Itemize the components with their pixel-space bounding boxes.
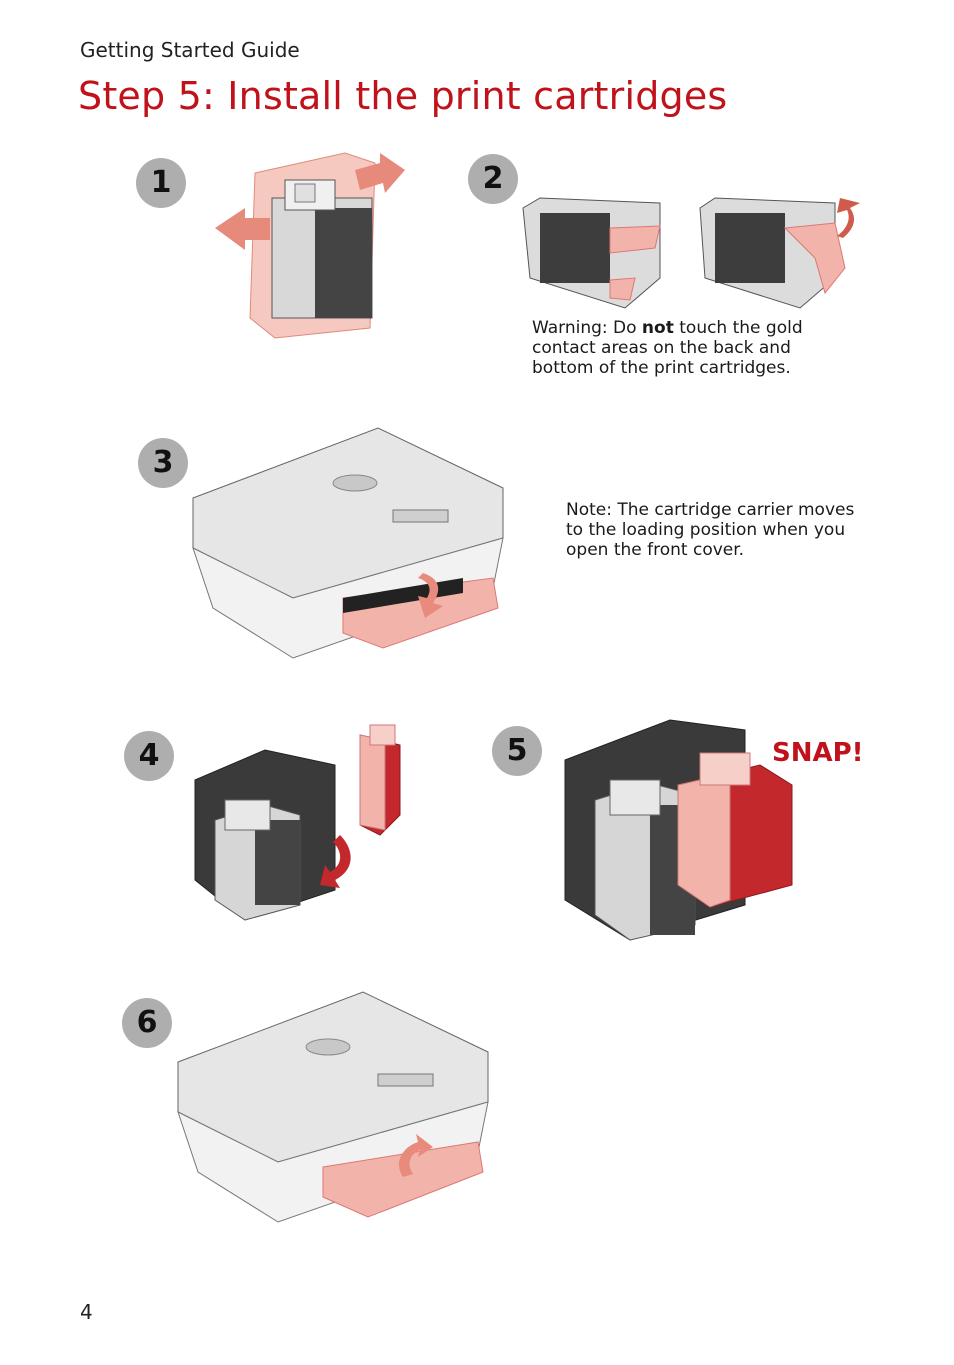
step-1-illustration [215, 152, 405, 339]
step-4-badge: 4 [124, 731, 174, 781]
step-4-illustration [194, 724, 401, 921]
cartridge-with-tape [522, 197, 661, 309]
page-number: 4 [80, 1300, 93, 1324]
step-1-badge: 1 [136, 158, 186, 208]
step-5-illustration [564, 719, 793, 941]
step-2-illustration [522, 197, 860, 309]
step-2-badge: 2 [468, 154, 518, 204]
warning-text-start: Warning: Do [532, 318, 642, 338]
warning-text-end: touch the gold contact areas on the back… [532, 318, 803, 378]
step-3-note: Note: The cartridge carrier moves to the… [566, 500, 855, 560]
snap-callout: SNAP! [772, 738, 864, 768]
step-3-badge: 3 [138, 438, 188, 488]
warning-bold-word: not [641, 318, 674, 338]
step-5-badge: 5 [492, 726, 542, 776]
cartridge-tape-removal [699, 197, 860, 309]
running-header: Getting Started Guide [80, 38, 300, 62]
step-6-badge: 6 [122, 998, 172, 1048]
step-3-illustration [192, 427, 504, 659]
page-title: Step 5: Install the print cartridges [78, 74, 728, 118]
step-2-warning: Warning: Do not touch the gold contact a… [532, 318, 832, 378]
step-6-illustration [177, 991, 489, 1223]
